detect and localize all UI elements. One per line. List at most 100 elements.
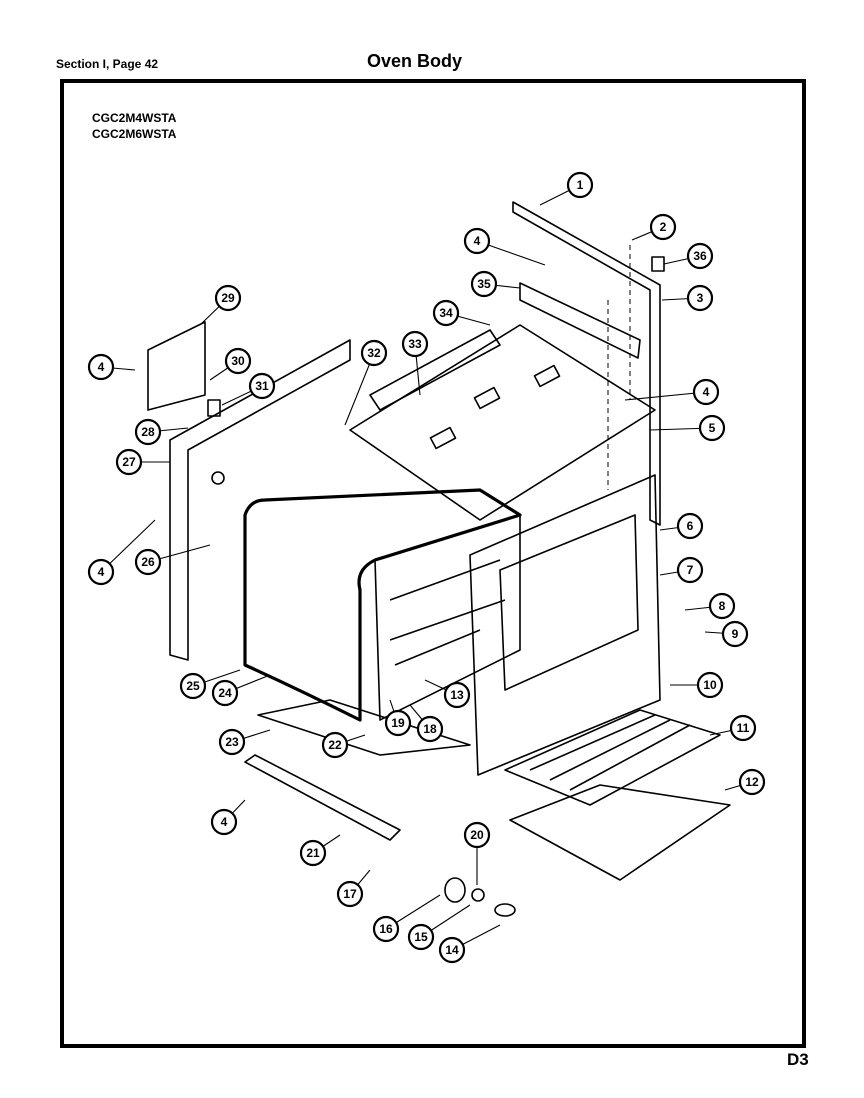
callout-6: 6 [659,512,704,540]
callout-label: 36 [693,249,707,263]
callout-label: 1 [577,178,584,192]
callout-bubble [211,679,239,707]
callout-bubble [443,681,471,709]
callout-11: 11 [709,714,757,742]
back-panel [512,201,661,526]
callout-bubble [729,714,757,742]
callout-bubble [676,556,704,584]
callout-label: 25 [186,679,200,693]
callout-label: 6 [687,519,694,533]
cap [651,256,665,272]
callout-21: 21 [299,834,341,867]
callout-5: 5 [649,414,726,442]
callout-4: 4 [463,227,546,266]
oven-liner [243,488,522,722]
callout-bubble [299,839,327,867]
callout-17: 17 [336,869,371,908]
callout-33: 33 [401,330,429,396]
callout-label: 14 [445,943,459,957]
callout-15: 15 [407,904,471,951]
callout-bubble [134,418,162,446]
callout-label: 10 [703,678,717,692]
clip [207,399,221,417]
callout-23: 23 [218,728,271,756]
callout-label: 20 [470,828,484,842]
left-side-panel [169,339,351,661]
callout-label: 29 [221,291,235,305]
callout-27: 27 [115,448,170,476]
callout-4: 4 [624,378,720,406]
callout-28: 28 [134,418,189,446]
callout-bubble [463,821,491,849]
callout-bubble [87,353,115,381]
model-number: CGC2M6WSTA [92,127,177,141]
callout-bubble [218,728,246,756]
callout-label: 4 [98,360,105,374]
diagram-frame [60,79,806,1048]
kick-plate [244,754,401,841]
callout-label: 19 [391,716,405,730]
callout-label: 27 [122,455,136,469]
callout-36: 36 [663,242,714,270]
callout-9: 9 [704,620,749,648]
callout-label: 2 [660,220,667,234]
callout-label: 7 [687,563,694,577]
callout-bubble [134,548,162,576]
callout-bubble [210,808,238,836]
callout-bubble [248,372,276,400]
callout-label: 33 [408,337,422,351]
callout-bubble [566,171,594,199]
oven-top-plate [349,324,656,521]
callout-label: 16 [379,922,393,936]
callout-label: 32 [367,346,381,360]
callout-1: 1 [539,171,594,206]
callout-bubble [432,299,460,327]
callout-bubble [738,768,766,796]
burner-knob [444,877,466,903]
callout-bubble [360,339,388,367]
callout-22: 22 [321,731,366,759]
callout-bubble [696,671,724,699]
callout-bubble [321,731,349,759]
callout-label: 8 [719,599,726,613]
oven-door [469,474,661,776]
callout-label: 28 [141,425,155,439]
callout-bubble [115,448,143,476]
callout-label: 17 [343,887,357,901]
callout-bubble [401,330,429,358]
callout-16: 16 [372,894,441,943]
callout-bubble [372,915,400,943]
callout-7: 7 [659,556,704,584]
callout-bubble [721,620,749,648]
side-bracket [147,321,206,411]
callout-34: 34 [432,299,491,327]
callout-3: 3 [661,284,714,312]
callout-4: 4 [87,353,136,381]
callout-label: 26 [141,555,155,569]
page-title: Oven Body [367,51,463,71]
callout-bubble [692,378,720,406]
callout-19: 19 [384,699,412,737]
callout-bubble [384,709,412,737]
callout-label: 3 [697,291,704,305]
callout-25: 25 [179,669,241,700]
callout-bubble [87,558,115,586]
callout-32: 32 [344,339,388,426]
callout-10: 10 [670,671,724,699]
callout-label: 4 [221,815,228,829]
callout-label: 21 [306,846,320,860]
oven-rack [504,709,721,806]
callout-35: 35 [470,270,521,298]
callout-24: 24 [211,674,271,707]
leader-line [624,391,707,401]
callout-bubble [708,592,736,620]
callout-label: 18 [423,722,437,736]
section-label: Section I, Page 42 [56,57,159,71]
callout-label: 5 [709,421,716,435]
callout-4: 4 [87,519,156,586]
callout-18: 18 [409,704,444,743]
callout-bubble [470,270,498,298]
callout-2: 2 [631,213,677,241]
page-code: D3 [787,1050,809,1069]
